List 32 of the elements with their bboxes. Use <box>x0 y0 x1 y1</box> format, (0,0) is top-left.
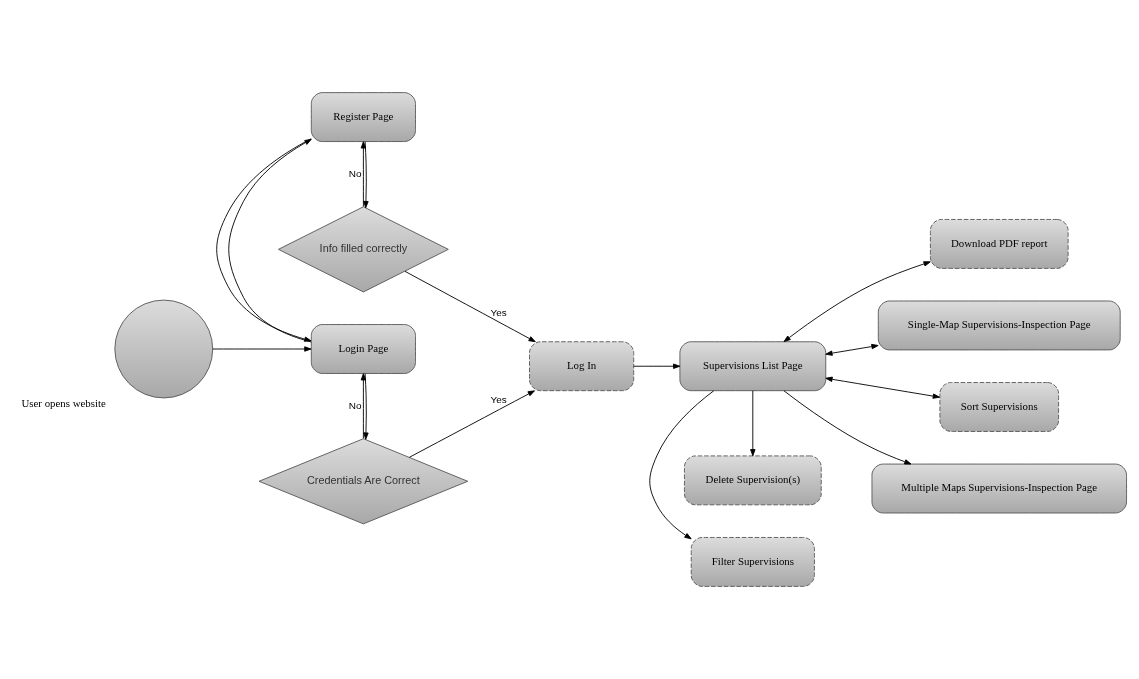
arrow <box>633 363 681 369</box>
arrow <box>649 390 715 540</box>
arrow <box>360 141 367 207</box>
node-circle <box>114 299 214 399</box>
node-box: Single-Map Supervisions-Inspection Page <box>877 300 1121 351</box>
arrow <box>825 376 940 399</box>
arrow <box>750 390 756 457</box>
node-box: Delete Supervision(s) <box>683 455 822 506</box>
arrow <box>783 390 912 465</box>
node-box: Sort Supervisions <box>939 382 1060 432</box>
node-box: Download PDF report <box>929 219 1069 269</box>
arrow <box>408 390 535 458</box>
node-box: Log In <box>529 341 635 392</box>
arrow <box>825 343 879 356</box>
node-box: Filter Supervisions <box>690 537 815 587</box>
node-box: Login Page <box>310 324 416 374</box>
arrow <box>783 261 931 343</box>
arrow <box>363 141 369 209</box>
arrow <box>363 373 369 440</box>
node-box: Multiple Maps Supervisions-Inspection Page <box>871 463 1127 514</box>
edge-label: No <box>348 399 362 411</box>
node-diamond: Info filled correctly <box>278 206 449 293</box>
node-box: Supervisions List Page <box>679 341 827 392</box>
arrow <box>212 346 312 352</box>
arrow <box>404 270 536 343</box>
node-box: Register Page <box>310 92 416 142</box>
edge-label: No <box>348 167 362 179</box>
edge-label: Yes <box>490 307 507 319</box>
arrow <box>360 373 367 439</box>
node-label: User opens website <box>21 396 106 409</box>
node-diamond: Credentials Are Correct <box>258 438 469 525</box>
edge-label: Yes <box>490 394 507 406</box>
